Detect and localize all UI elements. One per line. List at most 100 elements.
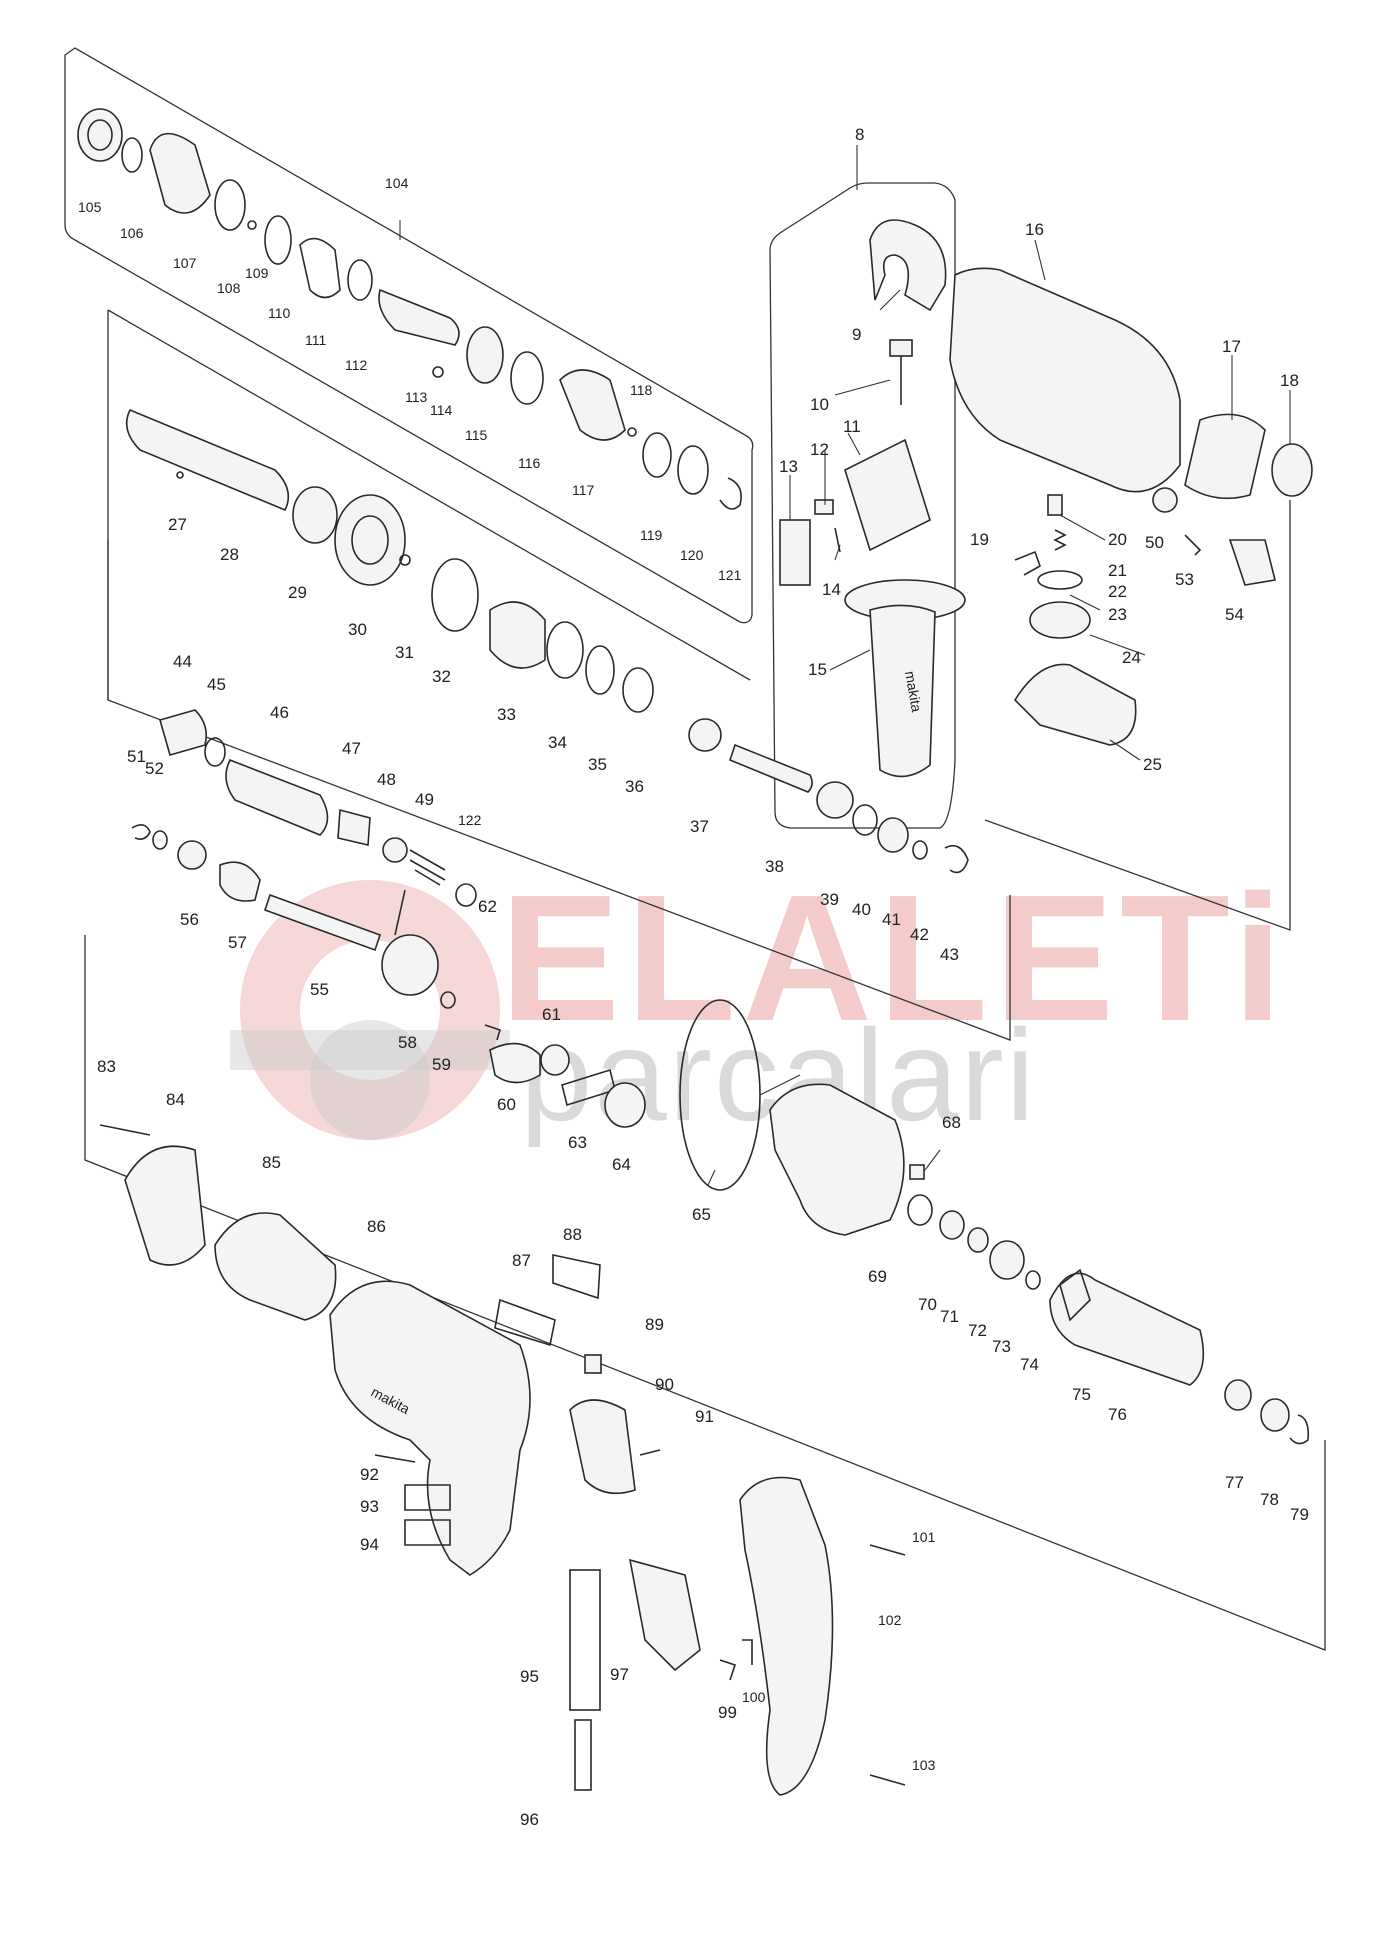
part-56-gear [177, 840, 207, 870]
part-41-gear [877, 817, 909, 853]
part-68-pin [909, 1164, 925, 1180]
label-44: 44 [173, 652, 192, 671]
label-32: 32 [432, 667, 451, 686]
part-22-oring [1037, 570, 1083, 590]
label-22: 22 [1108, 582, 1127, 601]
part-38-shaft [729, 743, 813, 793]
label-23: 23 [1108, 605, 1127, 624]
label-54: 54 [1225, 605, 1244, 624]
part-103-screw [869, 1774, 906, 1786]
label-48: 48 [377, 770, 396, 789]
part-89-clip [584, 1354, 602, 1374]
part-19-clip [1014, 550, 1041, 576]
label-8: 8 [855, 125, 864, 144]
label-58: 58 [398, 1033, 417, 1052]
part-69-gear-housing [769, 1083, 905, 1236]
label-79: 79 [1290, 1505, 1309, 1524]
label-103: 103 [912, 1757, 936, 1773]
part-30-gear [334, 494, 406, 586]
watermark-gear-icon [230, 880, 510, 1140]
label-45: 45 [207, 675, 226, 694]
label-115: 115 [465, 427, 488, 443]
label-110: 110 [268, 305, 291, 321]
label-107: 107 [173, 255, 197, 271]
label-42: 42 [910, 925, 929, 944]
label-85: 85 [262, 1153, 281, 1172]
part-96-rod [574, 1719, 592, 1791]
part-15-side-grip [869, 604, 936, 778]
part-47-plate [337, 808, 371, 846]
label-30: 30 [348, 620, 367, 639]
part-17-sleeve [1184, 413, 1266, 500]
label-17: 17 [1222, 337, 1241, 356]
label-87: 87 [512, 1251, 531, 1270]
part-11-holder [844, 438, 931, 552]
part-28-spindle [125, 408, 290, 512]
part-95-tube [569, 1569, 601, 1711]
part-110-ring [264, 215, 292, 265]
label-102: 102 [878, 1612, 902, 1628]
leader-lines [399, 145, 1291, 1186]
part-71-ring [939, 1210, 965, 1240]
label-37: 37 [690, 817, 709, 836]
watermark: ELALETi parcalari [230, 858, 1289, 1148]
part-9-band [869, 219, 947, 312]
parts-middle-group [159, 709, 969, 907]
frame-right-side [984, 500, 1291, 931]
part-93-label [404, 1484, 451, 1511]
label-95: 95 [520, 1667, 539, 1686]
part-57-bearing [219, 861, 261, 902]
label-52: 52 [145, 759, 164, 778]
parts-motor-group: makita [99, 1124, 906, 1796]
label-11: 11 [843, 417, 861, 436]
grip-logo: makita [902, 670, 925, 714]
label-111: 111 [305, 332, 326, 348]
part-92-screw [374, 1454, 416, 1463]
part-61-bearing [540, 1044, 570, 1076]
label-122: 122 [458, 812, 482, 828]
part-79-washer [1289, 1414, 1310, 1445]
part-117-sleeve [559, 369, 626, 441]
part-24-gear [1029, 601, 1091, 639]
part-46-cylinder [225, 758, 329, 836]
part-labels: 8 9 10 11 12 13 14 15 16 17 18 19 20 21 … [78, 125, 1309, 1829]
watermark-line1: ELALETi [500, 858, 1289, 1059]
part-55-shaft [263, 893, 382, 952]
label-74: 74 [1020, 1355, 1039, 1374]
label-104: 104 [385, 175, 409, 191]
label-39: 39 [820, 890, 839, 909]
label-27: 27 [168, 515, 187, 534]
part-60-holder [489, 1042, 541, 1084]
part-118-ball [627, 427, 637, 437]
label-91: 91 [695, 1407, 714, 1426]
label-105: 105 [78, 199, 102, 215]
part-88-label [552, 1254, 601, 1300]
part-76-armature [1049, 1272, 1205, 1386]
label-24: 24 [1122, 648, 1141, 667]
parts-armature-group [769, 1083, 1310, 1445]
part-99-clip [719, 1659, 737, 1681]
part-122-oring [455, 883, 477, 907]
label-72: 72 [968, 1321, 987, 1340]
part-119-ring [642, 432, 672, 478]
label-28: 28 [220, 545, 239, 564]
part-101-screw [869, 1544, 906, 1556]
label-93: 93 [360, 1497, 379, 1516]
label-106: 106 [120, 225, 144, 241]
part-52-washer [152, 830, 168, 850]
label-60: 60 [497, 1095, 516, 1114]
part-94-label [404, 1519, 451, 1546]
label-43: 43 [940, 945, 959, 964]
part-116-ring [510, 351, 544, 405]
part-44-piston [159, 709, 208, 756]
label-47: 47 [342, 739, 361, 758]
label-13: 13 [779, 457, 798, 476]
part-58-swash [381, 934, 439, 996]
part-100-screw [742, 1639, 753, 1665]
frame-motor-group [84, 935, 1326, 1651]
label-55: 55 [310, 980, 329, 999]
part-73-bearing [989, 1240, 1025, 1280]
label-68: 68 [942, 1113, 961, 1132]
label-76: 76 [1108, 1405, 1127, 1424]
